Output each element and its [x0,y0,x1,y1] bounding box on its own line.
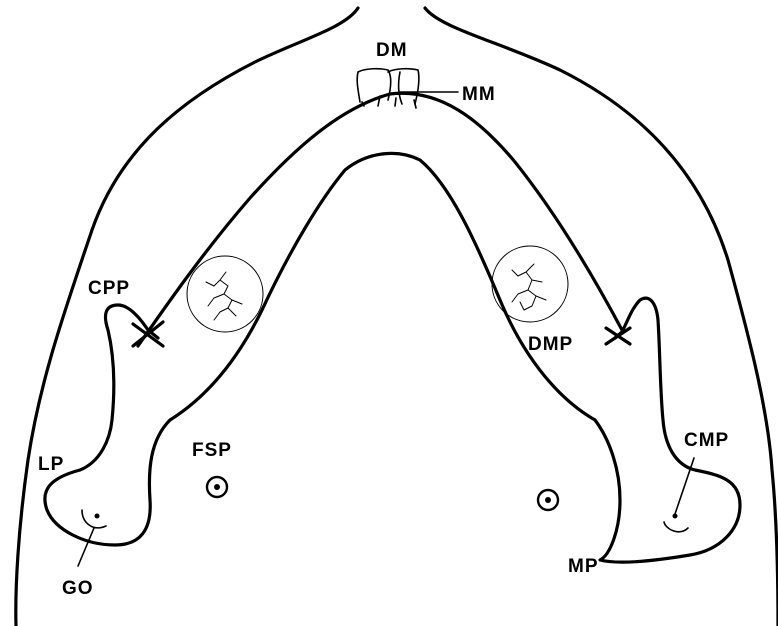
cpp-cross-mark [131,320,165,348]
fsp-marker-left [205,475,229,499]
front-tooth-right [387,67,420,105]
label-dmp: DMP [528,334,573,355]
left-rugae-disc [186,255,264,333]
cmp-gland-opening [663,457,695,533]
front-tooth-left [356,67,392,103]
label-mm: MM [462,84,496,105]
label-mp: MP [568,556,599,577]
label-cpp: CPP [88,278,130,299]
left-lobe-outline [43,303,172,547]
arch-outer-edge [136,91,624,348]
arch-inner-edge [168,151,597,422]
front-teeth-roots [361,95,417,109]
label-dm: DM [376,40,408,61]
outer-outline-left [14,6,360,626]
dmp-cross-mark [604,326,632,346]
outer-outline-right [423,6,778,626]
right-lobe-outline [593,296,742,564]
label-fsp: FSP [192,440,232,461]
label-lp: LP [38,454,64,475]
fsp-marker-right [536,488,560,512]
right-rugae-disc [491,245,569,323]
label-go: GO [62,578,94,599]
label-cmp: CMP [684,430,729,451]
go-gland-opening [77,509,107,567]
